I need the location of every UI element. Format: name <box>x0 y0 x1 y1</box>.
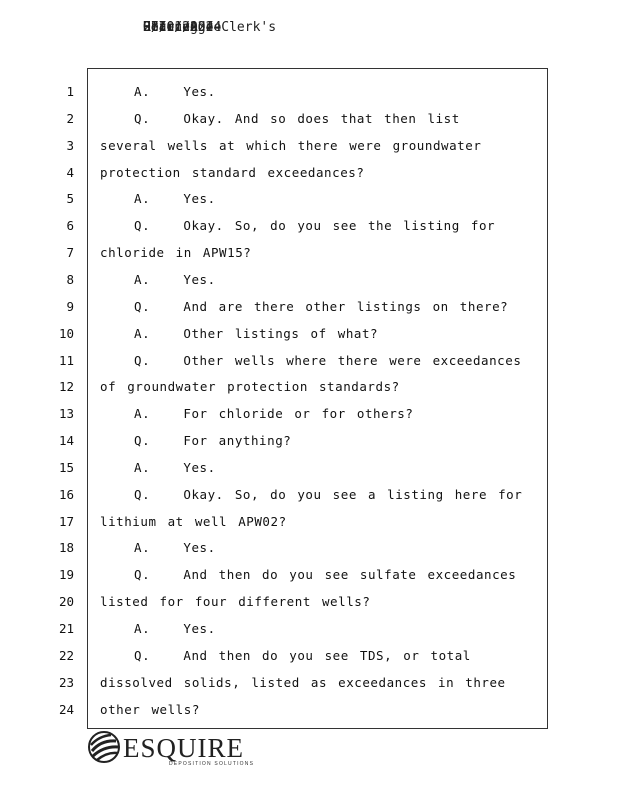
line-number: 2 <box>66 111 74 126</box>
line-number: 17 <box>58 514 74 529</box>
line-number: 13 <box>58 406 74 421</box>
line-number: 14 <box>58 433 74 448</box>
line-number: 16 <box>58 487 74 502</box>
transcript-line: Q. And are there other listings on there… <box>134 299 509 314</box>
line-number: 20 <box>58 594 74 609</box>
logo-subtitle: DEPOSITION SOLUTIONS <box>169 761 255 767</box>
transcript-line: A. Yes. <box>134 621 216 636</box>
line-number: 7 <box>66 245 74 260</box>
line-number: 22 <box>58 648 74 663</box>
transcript-frame <box>87 68 548 729</box>
transcript-line: A. Other listings of what? <box>134 326 379 341</box>
transcript-line: Q. Other wells where there were exceedan… <box>134 353 522 368</box>
line-number: 23 <box>58 675 74 690</box>
stamp-text-6: 08/01/2024 <box>143 20 222 35</box>
line-number: 15 <box>58 460 74 475</box>
stamp-text-5: 2/10/2024 <box>143 20 214 35</box>
transcript-line: Q. Okay. So, do you see the listing for <box>134 218 496 233</box>
transcript-line: A. For chloride or for others? <box>134 406 414 421</box>
logo-wordmark: ESQUIRE <box>123 733 244 763</box>
line-number: 12 <box>58 379 74 394</box>
line-number: 4 <box>66 165 74 180</box>
line-number: 19 <box>58 567 74 582</box>
transcript-line: A. Yes. <box>134 540 216 555</box>
transcript-line: Q. Okay. And so does that then list <box>134 111 460 126</box>
line-number: 6 <box>66 218 74 233</box>
line-number: 21 <box>58 621 74 636</box>
stamp-header: Ellen Agee Hearing Office of Clerk's Rec… <box>143 20 343 38</box>
transcript-line: A. Yes. <box>134 460 216 475</box>
transcript-line: Q. And then do you see TDS, or total <box>134 648 471 663</box>
line-number: 10 <box>58 326 74 341</box>
transcript-line: dissolved solids, listed as exceedances … <box>100 675 506 690</box>
transcript-line: A. Yes. <box>134 272 216 287</box>
stamp-text-4: Received <box>143 20 206 35</box>
transcript-line: Q. For anything? <box>134 433 292 448</box>
transcript-line: protection standard exceedances? <box>100 165 365 180</box>
esquire-logo: ESQUIRE DEPOSITION SOLUTIONS <box>87 730 257 770</box>
stamp-text-1: Ellen Agee <box>143 20 222 35</box>
esquire-swirl-icon <box>88 731 120 763</box>
transcript-line: other wells? <box>100 702 200 717</box>
transcript-line: Q. Okay. So, do you see a listing here f… <box>134 487 523 502</box>
transcript-line: chloride in APW15? <box>100 245 252 260</box>
line-number: 8 <box>66 272 74 287</box>
stamp-text-2: Hearing <box>143 20 198 35</box>
line-number: 1 <box>66 84 74 99</box>
line-number: 11 <box>58 353 74 368</box>
line-number: 18 <box>58 540 74 555</box>
transcript-line: Q. And then do you see sulfate exceedanc… <box>134 567 517 582</box>
line-number: 24 <box>58 702 74 717</box>
transcript-line: lithium at well APW02? <box>100 514 287 529</box>
transcript-line: A. Yes. <box>134 84 216 99</box>
line-number: 5 <box>66 191 74 206</box>
transcript-line: listed for four different wells? <box>100 594 371 609</box>
transcript-line: of groundwater protection standards? <box>100 379 400 394</box>
transcript-line: A. Yes. <box>134 191 216 206</box>
transcript-line: several wells at which there were ground… <box>100 138 482 153</box>
line-number: 9 <box>66 299 74 314</box>
line-number: 3 <box>66 138 74 153</box>
stamp-text-3: Office of Clerk's <box>143 20 277 35</box>
